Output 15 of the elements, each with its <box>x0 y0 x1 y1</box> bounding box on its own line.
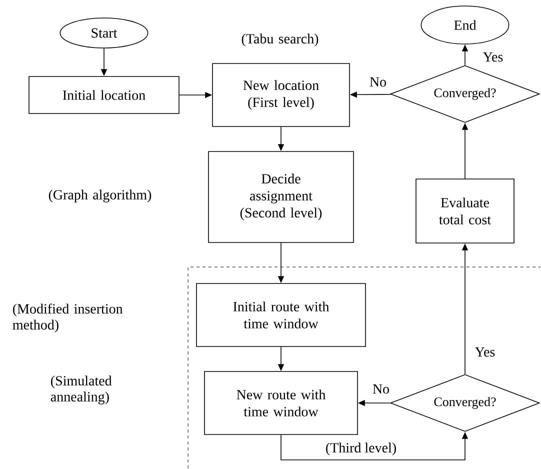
edge-label: Yes <box>474 346 496 358</box>
edge-label: No <box>368 76 388 88</box>
process-box: Decide assignment (Second level) <box>208 151 354 243</box>
method-label: (Modified insertion method) <box>12 304 123 332</box>
method-label: (Graph algorithm) <box>48 190 152 202</box>
edge-label: No <box>371 383 391 395</box>
process-box: Evaluate total cost <box>416 178 514 244</box>
process-box: Initial route with time window <box>196 283 366 347</box>
edge-label: (Third level) <box>324 442 398 456</box>
method-label: (Simulated annealing) <box>50 376 112 404</box>
process-box: New route with time window <box>204 371 358 435</box>
process-box: New location (First level) <box>212 63 350 127</box>
method-label: (Tabu search) <box>242 34 318 46</box>
process-box: Initial location <box>28 76 180 114</box>
edge-label: Yes <box>482 51 504 63</box>
